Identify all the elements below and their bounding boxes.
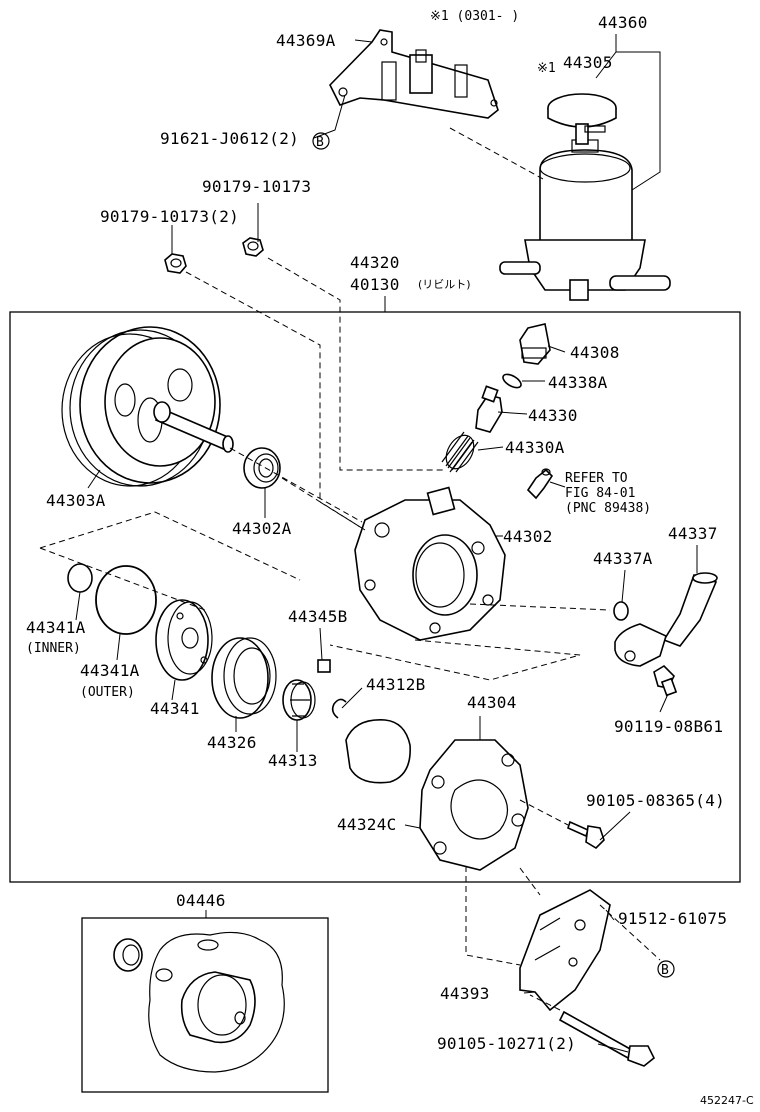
part-44313-rotor[interactable] (282, 679, 316, 721)
part-90119-08B61-bolt[interactable] (653, 664, 678, 697)
part-44393-bracket[interactable] (519, 889, 611, 1012)
part-44341-side-plate[interactable] (155, 599, 213, 681)
part-44305-reservoir-cap[interactable] (547, 93, 617, 145)
label-40130: 40130 (350, 275, 400, 294)
label-44360: 44360 (598, 13, 648, 32)
label-44341A-outer: 44341A (80, 661, 140, 680)
part-44304-rear-cover[interactable] (419, 739, 529, 871)
label-44337A: 44337A (593, 549, 653, 568)
label-figure-id: 452247-C (700, 1094, 754, 1107)
label-90105b: 90105-10271(2) (437, 1034, 576, 1053)
part-44337A-o-ring[interactable] (613, 601, 629, 621)
label-44308: 44308 (570, 343, 620, 362)
part-44303A-pulley[interactable] (61, 326, 234, 487)
label-44393: 44393 (440, 984, 490, 1003)
part-90179-10173-2-nut[interactable] (164, 253, 187, 274)
label-44312B: 44312B (366, 675, 426, 694)
label-44338A: 44338A (548, 373, 608, 392)
label-44341: 44341 (150, 699, 200, 718)
label-44305: 44305 (563, 53, 613, 72)
label-44304: 44304 (467, 693, 517, 712)
label-refer-2: FIG 84-01 (565, 486, 635, 501)
part-44312B-snap-ring[interactable] (331, 698, 347, 719)
circle-b-marker-bottom: B (657, 960, 675, 978)
label-refer-1: REFER TO (565, 471, 628, 486)
label-note-1: ※1 (0301- ) (430, 9, 519, 24)
part-labels: ※1 (0301- ) 44360 44369A ※1 44305 91621-… (26, 9, 754, 1107)
label-44302: 44302 (503, 527, 553, 546)
label-44330A: 44330A (505, 438, 565, 457)
label-44337: 44337 (668, 524, 718, 543)
part-44345B-pin[interactable] (317, 659, 331, 673)
label-44345B: 44345B (288, 607, 348, 626)
part-44338A-o-ring[interactable] (501, 372, 523, 391)
label-91512: 91512-61075 (618, 909, 727, 928)
part-44330-flow-control-valve[interactable] (475, 385, 503, 433)
assembly-dashed-lines (39, 127, 661, 1011)
part-44324C-gasket[interactable] (345, 719, 411, 784)
part-44360-reservoir[interactable] (499, 139, 671, 301)
part-44302-pump-housing[interactable] (354, 486, 506, 641)
label-refer-3: (PNC 89438) (565, 501, 651, 516)
label-40130-note: (リビルト) (418, 278, 471, 291)
part-44337-union-pipe[interactable] (614, 572, 718, 667)
leader-lines (75, 34, 698, 1053)
svg-text:B: B (661, 963, 669, 978)
label-44341A-inner: 44341A (26, 618, 86, 637)
label-90179b: 90179-10173(2) (100, 207, 239, 226)
label-inner: (INNER) (26, 641, 81, 656)
part-44341A-outer-o-ring[interactable] (95, 565, 157, 635)
part-44330A-spring[interactable] (441, 430, 480, 473)
kit-44320-box (9, 311, 741, 883)
part-89438-pressure-switch[interactable] (526, 468, 554, 500)
part-90105-08365-bolt[interactable] (567, 820, 605, 850)
label-90119: 90119-08B61 (614, 717, 723, 736)
label-44324C: 44324C (337, 815, 397, 834)
circle-b-marker-top: B (312, 132, 330, 150)
svg-text:B: B (316, 135, 324, 150)
label-44369A: 44369A (276, 31, 336, 50)
label-44326: 44326 (207, 733, 257, 752)
part-44326-cam-ring[interactable] (211, 637, 277, 719)
label-44330: 44330 (528, 406, 578, 425)
label-91621: 91621-J0612(2) (160, 129, 299, 148)
part-44302A-oil-seal[interactable] (243, 447, 281, 489)
label-44313: 44313 (268, 751, 318, 770)
label-04446: 04446 (176, 891, 226, 910)
label-outer: (OUTER) (80, 685, 135, 700)
label-44320: 44320 (350, 253, 400, 272)
label-90179a: 90179-10173 (202, 177, 311, 196)
part-04446-gasket-kit-contents[interactable] (113, 931, 285, 1073)
label-44302A: 44302A (232, 519, 292, 538)
part-44369A-bracket[interactable] (329, 29, 499, 119)
part-90179-10173-nut[interactable] (242, 237, 264, 257)
label-44303A: 44303A (46, 491, 106, 510)
label-90105a: 90105-08365(4) (586, 791, 725, 810)
part-44341A-inner-o-ring[interactable] (67, 563, 93, 593)
kit-04446-box (81, 917, 329, 1093)
part-90105-10271-bolt[interactable] (558, 1010, 656, 1067)
label-star1: ※1 (537, 61, 556, 76)
part-44308-union[interactable] (519, 323, 551, 365)
